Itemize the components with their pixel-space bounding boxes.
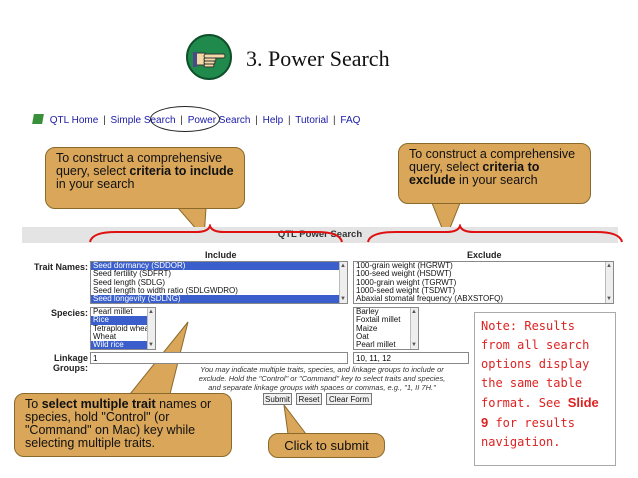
- slide-title: 3. Power Search: [246, 46, 390, 71]
- list-option[interactable]: Wheat: [93, 331, 117, 341]
- scrollbar[interactable]: [339, 262, 347, 303]
- include-callout: To construct a comprehensive query, sele…: [45, 147, 245, 209]
- list-option[interactable]: Maize: [356, 323, 378, 333]
- exclude-header: Exclude: [467, 250, 502, 260]
- list-option[interactable]: Tetraploid wheat: [93, 323, 152, 333]
- list-option[interactable]: Rice: [91, 315, 155, 325]
- list-option[interactable]: 1000-grain weight (TGRWT): [356, 277, 457, 287]
- list-option[interactable]: 1000-seed weight (TSDWT): [356, 285, 456, 295]
- nav-qtl-home[interactable]: QTL Home: [49, 115, 99, 126]
- nav-simple-search[interactable]: Simple Search: [110, 115, 176, 126]
- exclude-callout: To construct a comprehensive query, sele…: [398, 143, 591, 204]
- scrollbar[interactable]: [410, 308, 418, 349]
- species-label: Species:: [50, 308, 88, 318]
- submit-button[interactable]: Submit: [263, 393, 292, 405]
- linkage-groups-label: Linkage Groups:: [53, 353, 88, 373]
- linkage-include-field[interactable]: 1: [90, 352, 348, 364]
- list-option[interactable]: Seed fertility (SDFRT): [93, 269, 172, 279]
- nav-faq[interactable]: FAQ: [340, 115, 361, 126]
- list-option[interactable]: Seed length to width ratio (SDLGWDRO): [93, 285, 238, 295]
- multi-select-callout: To select multiple trait names or specie…: [14, 393, 232, 457]
- list-option[interactable]: Seed dormancy (SDDOR): [91, 262, 347, 271]
- list-option[interactable]: Seed length (SDLG): [93, 277, 166, 287]
- nav-help[interactable]: Help: [262, 115, 284, 126]
- include-traits-listbox[interactable]: Seed dormancy (SDDOR)Seed fertility (SDF…: [90, 261, 348, 304]
- include-header: Include: [205, 250, 237, 260]
- pointing-hand-icon: [186, 34, 232, 80]
- list-option[interactable]: Pearl millet: [93, 307, 133, 316]
- list-option[interactable]: Foxtail millet: [356, 315, 401, 325]
- linkage-exclude-field[interactable]: 10, 11, 12: [353, 352, 469, 364]
- list-option[interactable]: Pearl millet: [356, 340, 396, 350]
- list-option[interactable]: Oat: [356, 331, 369, 341]
- list-option[interactable]: Wild rice: [91, 340, 155, 349]
- scrollbar[interactable]: [147, 308, 155, 349]
- scrollbar[interactable]: [605, 262, 613, 303]
- list-option[interactable]: 100-grain weight (HGRWT): [356, 261, 453, 270]
- exclude-traits-listbox[interactable]: 100-grain weight (HGRWT)100-seed weight …: [353, 261, 614, 304]
- power-search-highlight-ellipse: [150, 106, 220, 132]
- section-braces: [89, 224, 623, 243]
- list-option[interactable]: Abaxial stomatal frequency (ABXSTOFQ): [356, 294, 504, 304]
- reset-button[interactable]: Reset: [296, 393, 322, 405]
- trait-names-label: Trait Names:: [33, 262, 88, 272]
- results-note: Note: Results from all search options di…: [474, 312, 616, 466]
- nav-tutorial[interactable]: Tutorial: [295, 115, 329, 126]
- list-option[interactable]: Barley: [356, 307, 379, 316]
- list-option[interactable]: Seed longevity (SDLNG): [91, 294, 347, 303]
- help-text: You may indicate multiple traits, specie…: [198, 365, 446, 392]
- list-option[interactable]: 100-seed weight (HSDWT): [356, 269, 452, 279]
- clear-form-button[interactable]: Clear Form: [326, 393, 372, 405]
- submit-callout: Click to submit: [268, 433, 385, 458]
